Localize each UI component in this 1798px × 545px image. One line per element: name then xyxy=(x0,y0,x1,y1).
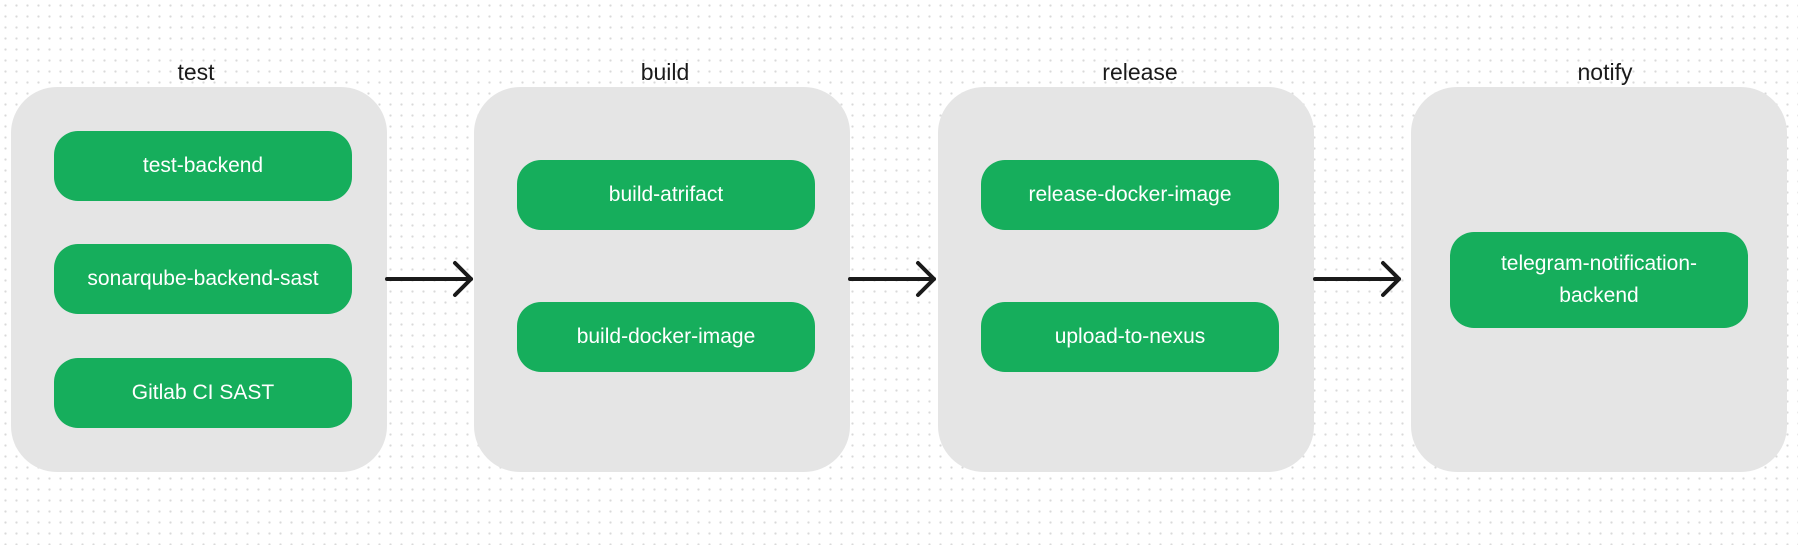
stage-panel-release: release-docker-image upload-to-nexus xyxy=(938,87,1314,472)
stage-panel-build: build-atrifact build-docker-image xyxy=(474,87,850,472)
job-release-docker-image[interactable]: release-docker-image xyxy=(981,160,1279,230)
stage-title-build: build xyxy=(640,59,690,85)
job-telegram-notification-backend[interactable]: telegram-notification-backend xyxy=(1450,232,1748,328)
stage-title-notify: notify xyxy=(1577,59,1633,85)
job-upload-to-nexus[interactable]: upload-to-nexus xyxy=(981,302,1279,372)
job-build-docker-image[interactable]: build-docker-image xyxy=(517,302,815,372)
arrow-build-to-release xyxy=(848,261,936,297)
stage-title-release: release xyxy=(1102,59,1178,85)
stage-panel-notify: telegram-notification-backend xyxy=(1411,87,1787,472)
job-gitlab-ci-sast[interactable]: Gitlab CI SAST xyxy=(54,358,352,428)
arrow-test-to-build xyxy=(385,261,473,297)
stage-panel-test: test-backend sonarqube-backend-sast Gitl… xyxy=(11,87,387,472)
job-build-atrifact[interactable]: build-atrifact xyxy=(517,160,815,230)
arrow-release-to-notify xyxy=(1313,261,1401,297)
job-test-backend[interactable]: test-backend xyxy=(54,131,352,201)
stage-title-test: test xyxy=(177,59,215,85)
job-sonarqube-backend-sast[interactable]: sonarqube-backend-sast xyxy=(54,244,352,314)
